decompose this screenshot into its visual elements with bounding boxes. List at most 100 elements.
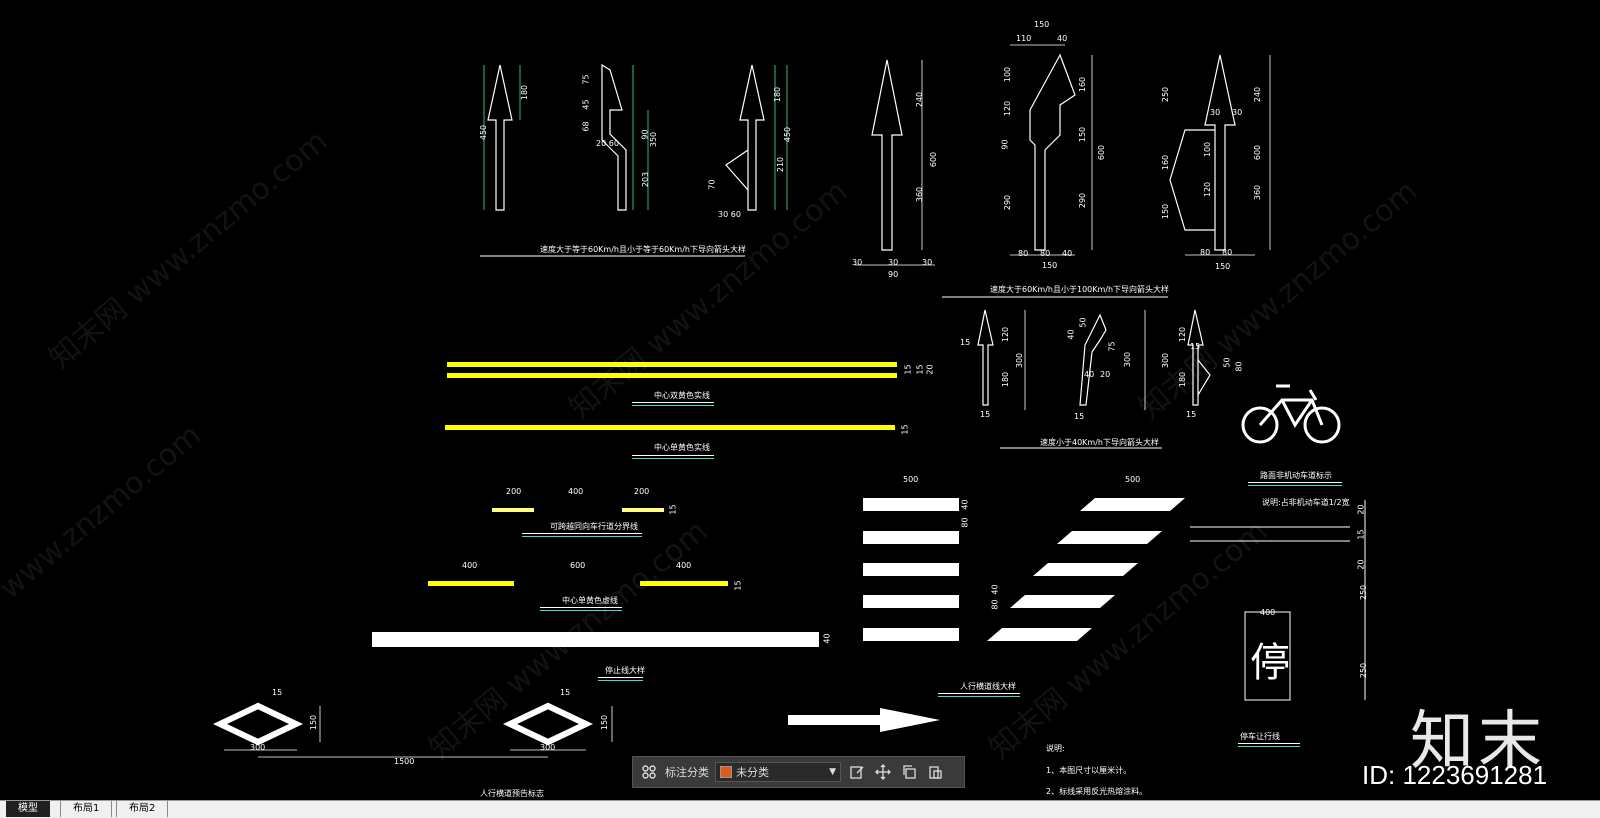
turn-arrow-1 bbox=[601, 63, 627, 211]
straight-arrow-3 bbox=[977, 309, 994, 406]
dim-label: 15 bbox=[1356, 529, 1366, 540]
title-underline bbox=[632, 458, 714, 459]
dim-label: 203 bbox=[641, 171, 651, 188]
dim-label: 500 bbox=[903, 475, 919, 484]
title-stop-line: 停止线大样 bbox=[605, 666, 645, 675]
title-lane-changeable: 可跨越同向车行道分界线 bbox=[550, 522, 638, 531]
dim-label: 600 bbox=[570, 561, 586, 570]
category-value: 未分类 bbox=[736, 766, 769, 779]
tab-layout-2[interactable]: 布局2 bbox=[116, 801, 169, 817]
dim-label: 80 bbox=[1040, 249, 1051, 258]
category-select[interactable]: 未分类 ▼ bbox=[715, 762, 841, 782]
dim-label: 1500 bbox=[394, 757, 415, 766]
dim-label: 180 bbox=[1178, 371, 1188, 388]
title-underline bbox=[938, 696, 1020, 697]
dim-label: 120 bbox=[1203, 181, 1213, 198]
layout-tab-bar: 模型 布局1 布局2 bbox=[0, 800, 1600, 818]
dim-label: 80 bbox=[960, 517, 970, 528]
copy-icon[interactable] bbox=[899, 762, 919, 782]
title-underline bbox=[1248, 485, 1342, 486]
grid-icon[interactable] bbox=[639, 762, 659, 782]
title-crosswalk: 人行横道线大样 bbox=[960, 682, 1016, 691]
dim-label: 80 bbox=[1222, 248, 1233, 257]
dim-label: 20 bbox=[1356, 559, 1366, 570]
notes-item-2: 2、标线采用反光热熔涂料。 bbox=[1046, 787, 1148, 796]
title-stop-text-mark: 停车让行线 bbox=[1240, 732, 1280, 741]
dim-label: 15 bbox=[1074, 412, 1085, 421]
bike-note: 说明:占非机动车道1/2宽 bbox=[1262, 498, 1350, 507]
dim-label: 250 bbox=[1359, 584, 1369, 601]
paste-icon[interactable] bbox=[925, 762, 945, 782]
svg-text:知末网 www.znzmo.com: 知末网 www.znzmo.com bbox=[563, 174, 854, 426]
direction-arrow bbox=[788, 708, 940, 732]
dim-label: 75 bbox=[581, 74, 591, 85]
dim-label: 160 bbox=[1161, 154, 1171, 171]
dim-label: 110 bbox=[1016, 34, 1032, 43]
chevron-down-icon: ▼ bbox=[829, 767, 836, 777]
title-underline bbox=[598, 680, 643, 681]
dim-label: 400 bbox=[568, 487, 584, 496]
dim-label: 200 bbox=[506, 487, 522, 496]
turn-arrow-3 bbox=[1079, 313, 1107, 406]
dim-label: 80 bbox=[1200, 248, 1211, 257]
dim-label: 80 bbox=[1234, 361, 1244, 372]
center-dashed-2 bbox=[640, 581, 728, 586]
tab-layout-1[interactable]: 布局1 bbox=[60, 801, 113, 817]
dim-label: 600 bbox=[1253, 144, 1263, 161]
dim-label: 290 bbox=[1078, 192, 1088, 209]
dashed-seg-2 bbox=[622, 508, 664, 512]
dim-label: 20 bbox=[1100, 370, 1111, 379]
center-single-line bbox=[445, 425, 895, 430]
dashed-seg-1 bbox=[492, 508, 534, 512]
dim-label: 30 60 bbox=[718, 210, 741, 219]
dim-label: 120 bbox=[1178, 326, 1188, 343]
straight-turn-arrow-3 bbox=[1187, 309, 1211, 406]
dim-label: 240 bbox=[1253, 86, 1263, 103]
notes-item-1: 1、本图尺寸以厘米计。 bbox=[1046, 766, 1132, 775]
title-center-double-solid: 中心双黄色实线 bbox=[654, 391, 710, 400]
dim-label: 400 bbox=[676, 561, 692, 570]
title-center-single-solid: 中心单黄色实线 bbox=[654, 443, 710, 452]
dim-label: 200 bbox=[634, 487, 650, 496]
dim-label: 360 bbox=[915, 186, 925, 203]
dim-label: 15 bbox=[915, 364, 925, 375]
dim-label: 180 bbox=[773, 86, 783, 103]
dim-label: 40 bbox=[1066, 329, 1076, 340]
edit-icon[interactable] bbox=[847, 762, 867, 782]
move-icon[interactable] bbox=[873, 762, 893, 782]
title-arrow-60-100: 速度大于60Km/h且小于100Km/h下导向箭头大样 bbox=[990, 285, 1170, 294]
dim-label: 120 bbox=[1001, 326, 1011, 343]
center-double-line-b bbox=[447, 373, 897, 378]
straight-arrow-2 bbox=[871, 59, 903, 251]
dim-label: 600 bbox=[929, 151, 939, 168]
stop-character: 停 bbox=[1250, 640, 1290, 686]
straight-turn-arrow-1 bbox=[725, 64, 765, 211]
dim-label: 20 bbox=[1356, 504, 1366, 515]
dim-label: 15 bbox=[272, 688, 283, 697]
center-dashed-1 bbox=[428, 581, 514, 586]
stop-line bbox=[372, 632, 819, 647]
dim-label: 400 bbox=[462, 561, 478, 570]
dim-label: 30 bbox=[922, 258, 933, 267]
dim-label: 240 bbox=[915, 91, 925, 108]
title-underline bbox=[632, 405, 714, 406]
cad-drawing-canvas[interactable]: 知末网 www.znzmo.com 知末网 www.znzmo.com 知末网 … bbox=[0, 0, 1600, 800]
svg-text:知末网 www.znzmo.com: 知末网 www.znzmo.com bbox=[1133, 174, 1424, 426]
svg-text:知末网 www.znzmo.com: 知末网 www.znzmo.com bbox=[43, 124, 334, 376]
title-underline bbox=[1248, 482, 1342, 483]
dim-label: 40 bbox=[1057, 34, 1068, 43]
title-pedestrian-warning: 人行横道预告标志 bbox=[480, 789, 544, 798]
dim-label: 15 bbox=[560, 688, 571, 697]
dim-label: 15 bbox=[980, 410, 991, 419]
dim-label: 150 bbox=[600, 714, 610, 731]
dim-label: 40 bbox=[960, 499, 970, 510]
dim-label: 500 bbox=[1125, 475, 1141, 484]
tab-model[interactable]: 模型 bbox=[6, 801, 50, 817]
title-underline bbox=[598, 677, 643, 678]
dim-label: 450 bbox=[479, 124, 489, 141]
dim-label: 20 bbox=[925, 364, 935, 375]
category-label: 标注分类 bbox=[665, 766, 709, 779]
dim-label: 300 bbox=[1123, 351, 1133, 368]
annotation-toolbar: 标注分类 未分类 ▼ bbox=[632, 756, 965, 788]
dim-label: 180 bbox=[1001, 371, 1011, 388]
